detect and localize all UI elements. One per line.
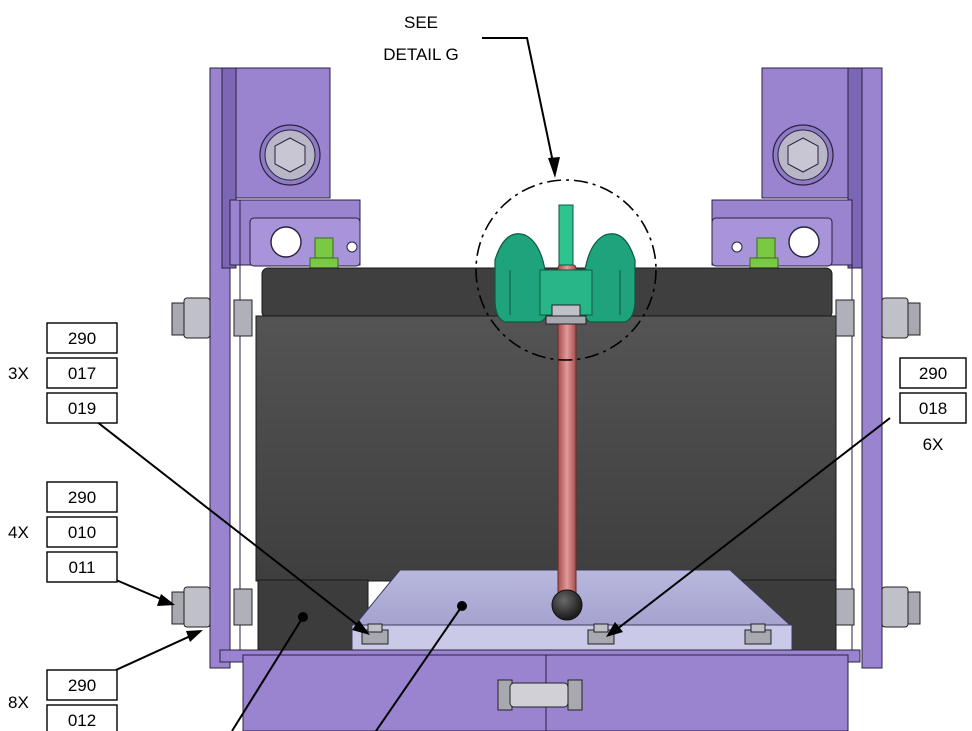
callout-3x-cell-3	[46, 392, 118, 424]
callout-3x-cell-1	[46, 322, 118, 354]
leader-tray	[375, 605, 463, 731]
callout-4x: 290 010 011 4X	[8, 481, 118, 583]
leader-detail-g	[482, 37, 556, 173]
callout-4x-cell-2	[46, 516, 118, 548]
callout-3x-row-1: 290	[68, 329, 96, 348]
callout-8x-cell-2	[46, 704, 118, 731]
leader-8x	[115, 632, 198, 671]
callout-6x-row-1: 290	[919, 364, 947, 383]
callout-4x-row-3: 011	[68, 558, 95, 577]
callout-8x-cell-1	[46, 669, 118, 701]
leader-lines	[91, 37, 891, 731]
callout-4x-row-1: 290	[68, 488, 96, 507]
base-turnbuckle	[497, 679, 583, 711]
arrow-8x	[186, 630, 203, 642]
right-lower-side-bolt	[835, 586, 921, 628]
leader-3x	[91, 417, 365, 631]
see-detail-line1: SEE	[404, 13, 438, 32]
callout-3x-row-2: 017	[68, 364, 96, 383]
callout-3x: 290 017 019 3X	[8, 322, 118, 424]
tray	[351, 569, 793, 651]
arrow-detail-g	[548, 157, 560, 178]
tray-nut-2	[587, 623, 615, 645]
leader-4x	[115, 579, 169, 603]
detail-g-circle	[475, 179, 657, 361]
callout-6x: 290 018 6X	[899, 357, 967, 454]
callout-8x-qty: 8X	[8, 693, 29, 712]
callout-6x-qty: 6X	[923, 435, 944, 454]
callout-4x-row-2: 010	[68, 523, 96, 542]
callout-4x-cell-3	[46, 551, 118, 583]
left-upper-side-bolt	[171, 297, 253, 339]
callout-3x-qty: 3X	[8, 364, 29, 383]
hold-down-rod	[551, 204, 583, 621]
callout-3x-row-3: 019	[68, 399, 96, 418]
arrow-4x	[157, 594, 175, 606]
callout-3x-cell-2	[46, 357, 118, 389]
left-bracket-holes	[270, 226, 358, 271]
right-top-bolt	[772, 124, 834, 186]
right-bracket-holes	[731, 226, 820, 271]
tank-body	[255, 267, 837, 651]
callout-8x: 290 012 8X	[8, 669, 118, 731]
left-lower-side-bolt	[171, 586, 253, 628]
leader-tank	[231, 616, 304, 731]
leader-6x	[611, 417, 891, 634]
callout-6x-row-2: 018	[919, 399, 947, 418]
battery-clip	[494, 233, 636, 325]
callout-4x-qty: 4X	[8, 523, 29, 542]
callout-6x-cell-2	[899, 392, 967, 424]
see-detail-line2: DETAIL G	[383, 45, 459, 64]
tray-nut-3	[744, 623, 772, 645]
left-top-bolt	[259, 124, 321, 186]
callout-6x-cell-1	[899, 357, 967, 389]
callout-4x-cell-1	[46, 481, 118, 513]
arrow-3x	[352, 620, 370, 635]
arrow-6x	[606, 622, 623, 637]
callout-8x-row-2: 012	[68, 711, 96, 730]
callout-8x-row-1: 290	[68, 676, 96, 695]
right-upper-side-bolt	[835, 297, 921, 339]
